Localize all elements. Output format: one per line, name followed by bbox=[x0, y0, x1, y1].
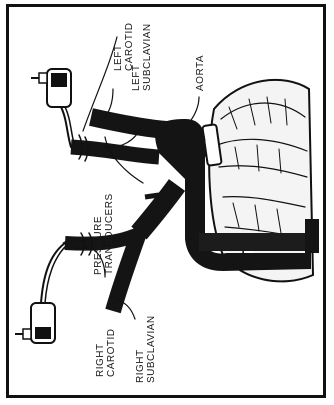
pressure-transducer-bottom bbox=[15, 303, 55, 343]
label-right-carotid: RIGHTCAROTID bbox=[95, 329, 117, 378]
catheters bbox=[41, 107, 75, 303]
aortic-arch-diagram: LEFTCAROTID LEFTSUBCLAVIAN AORTA PRESSUR… bbox=[9, 7, 323, 395]
figure-frame: LEFTCAROTID LEFTSUBCLAVIAN AORTA PRESSUR… bbox=[6, 4, 326, 398]
label-left-carotid: LEFTCAROTID bbox=[113, 23, 135, 72]
label-right-subclavian: RIGHTSUBCLAVIAN bbox=[135, 315, 157, 383]
label-aorta: AORTA bbox=[195, 55, 206, 91]
heart-illustration bbox=[200, 80, 313, 282]
label-pressure-transducers: PRESSURETRANSDUCERS bbox=[93, 193, 115, 275]
pressure-transducer-top bbox=[31, 69, 71, 107]
